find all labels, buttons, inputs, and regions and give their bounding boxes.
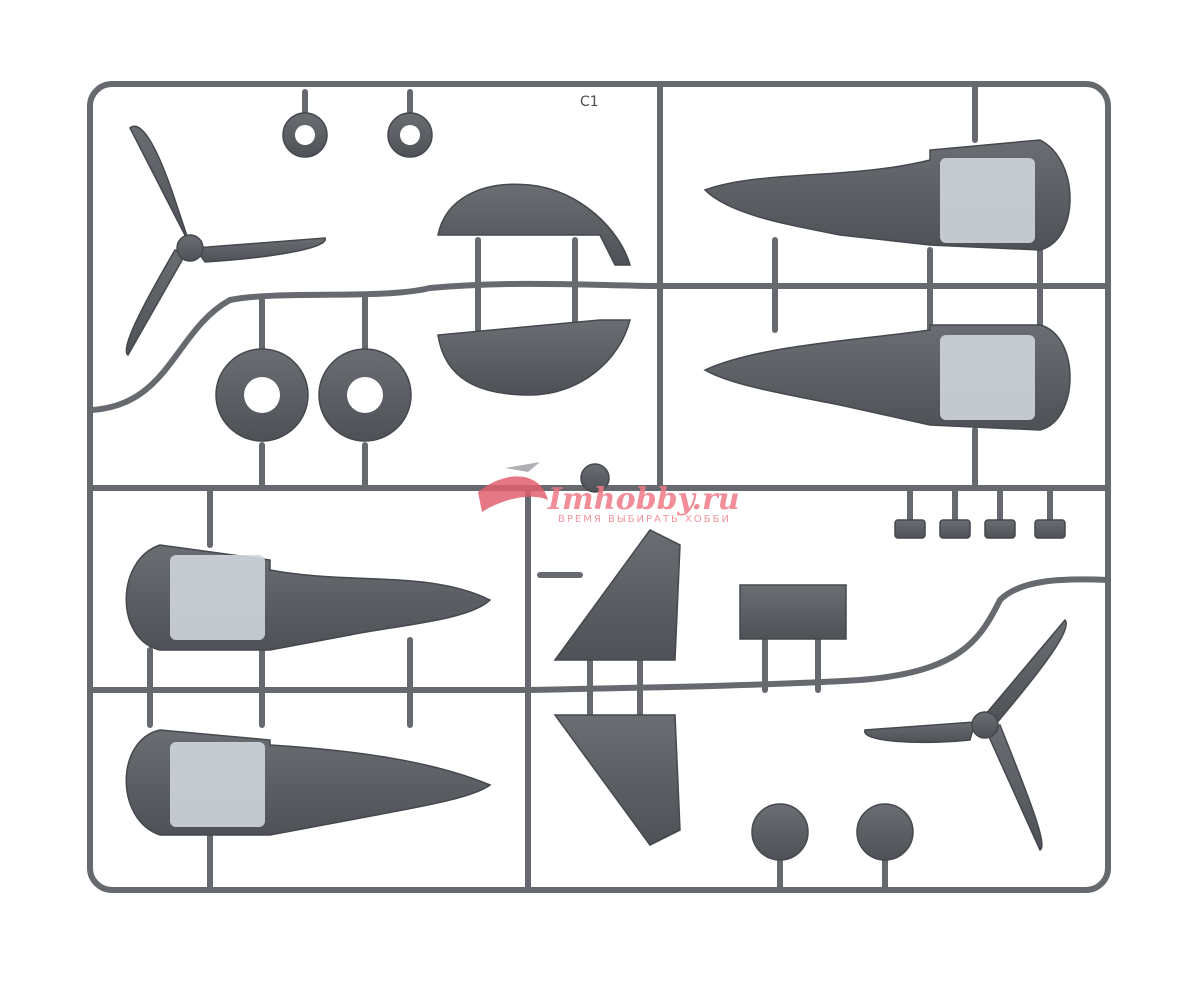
watermark-logo-icon	[478, 462, 548, 512]
watermark-tagline: ВРЕМЯ ВЫБИРАТЬ ХОББИ	[558, 514, 731, 525]
watermark-brand: Imhobby.ru	[548, 482, 740, 517]
sprue-code-label: C1	[580, 94, 599, 110]
clear-openings	[170, 158, 1035, 827]
sprue-runners	[87, 81, 1111, 893]
part-holes	[244, 125, 420, 413]
